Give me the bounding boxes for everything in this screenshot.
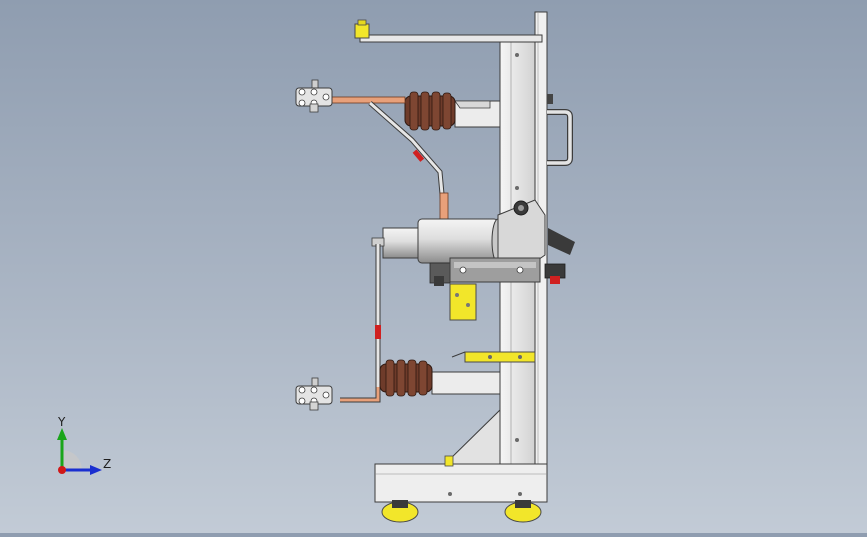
z-axis-label: Z: [103, 457, 111, 471]
upper-contact-fingers: [295, 79, 333, 113]
upper-contact-arm: [454, 100, 501, 128]
lower-insulator: [379, 359, 433, 397]
cart-base: [374, 455, 548, 503]
yellow-block: [449, 283, 477, 321]
upper-insulator: [404, 91, 456, 131]
coordinate-triad: Y Z: [57, 415, 111, 475]
lower-contact-fingers: [295, 377, 333, 411]
x-axis-dot: [58, 466, 66, 474]
y-axis-label: Y: [57, 415, 66, 429]
lower-busbar: [340, 244, 381, 403]
yellow-tray: [451, 351, 536, 363]
linkage-bar: [449, 257, 566, 284]
top-arm: [354, 19, 543, 43]
cart-wheels: [381, 500, 542, 523]
upper-busbar: [329, 96, 449, 222]
lower-contact-arm: [431, 371, 501, 395]
panel-handle: [547, 109, 573, 166]
